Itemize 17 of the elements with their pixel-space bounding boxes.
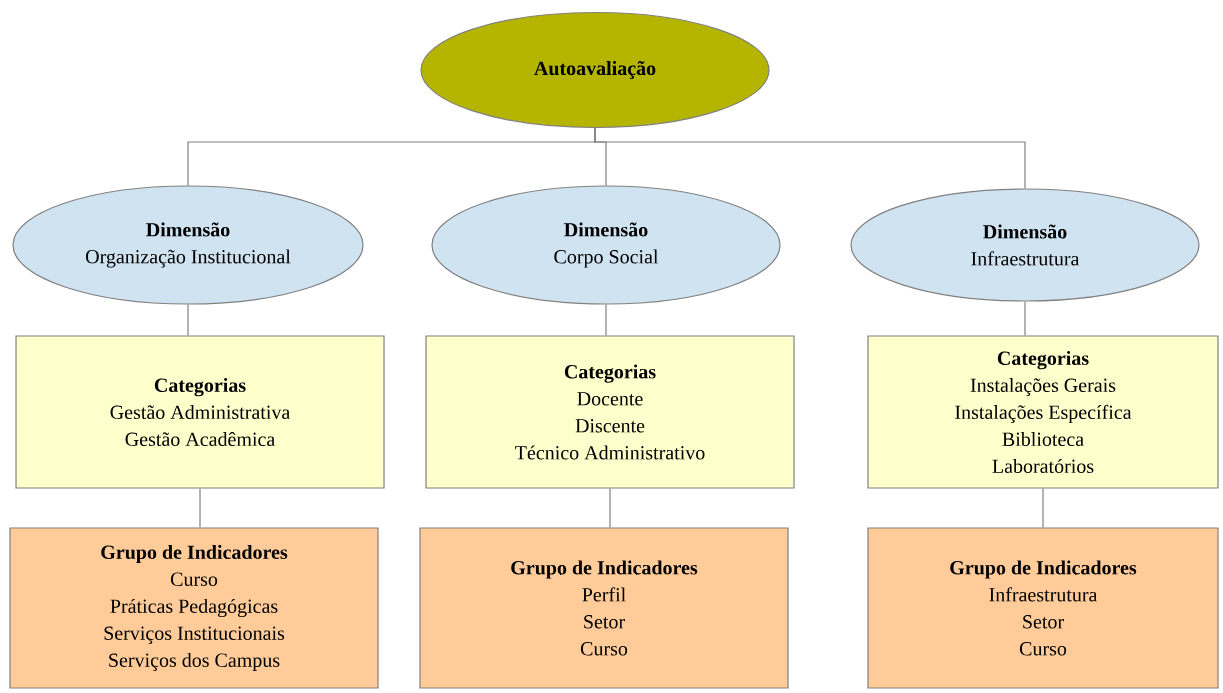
category-box: Categorias Gestão Administrativa Gestão Acadêmica (15, 335, 385, 489)
oval-node: Autoavaliação (420, 11, 770, 129)
indicator-box: Grupo de Indicadores Infraestrutura Setor Curso (867, 527, 1219, 689)
category-box: Categorias Instalações Gerais Instalações Específica Biblioteca Laboratórios (867, 335, 1219, 489)
connector-line (609, 488, 611, 528)
connector-line (1024, 301, 1026, 336)
connector-line (199, 488, 201, 528)
category-box: Categorias Docente Discente Técnico Administrativo (425, 335, 795, 489)
connector-line (187, 304, 189, 336)
connector-line (594, 127, 1026, 189)
oval-node: Dimensão Corpo Social (431, 185, 781, 305)
indicator-box: Grupo de Indicadores Perfil Setor Curso (419, 527, 789, 689)
indicator-box: Grupo de Indicadores Curso Práticas Pedagógicas Serviços Institucionais Serviços dos Campus (9, 527, 379, 689)
connector-line (605, 304, 607, 336)
oval-node: Dimensão Infraestrutura (850, 188, 1200, 302)
connector-line (1042, 488, 1044, 528)
oval-node: Dimensão Organização Institucional (12, 185, 364, 305)
